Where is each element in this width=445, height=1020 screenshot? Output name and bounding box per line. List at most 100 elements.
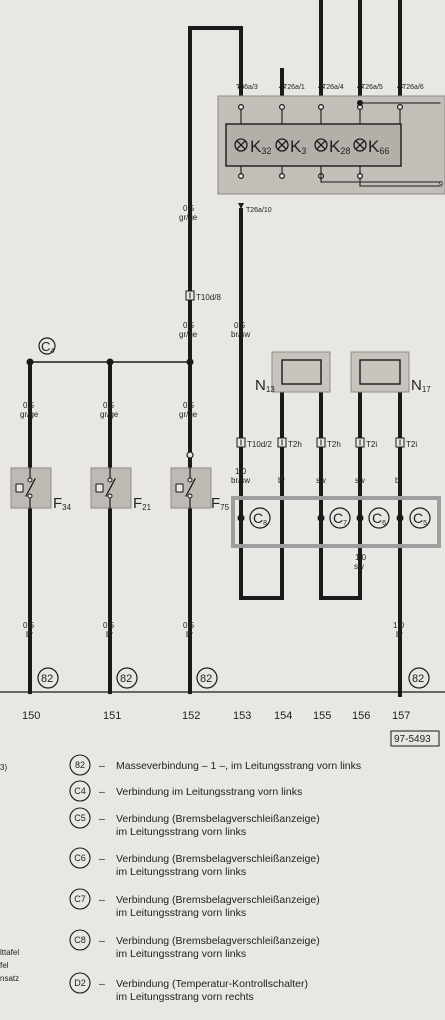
switch-f34 bbox=[10, 467, 52, 509]
connector-label: T10d/8 bbox=[196, 293, 221, 302]
splice-c7-label: C7 bbox=[333, 510, 347, 527]
wire-size-label: 0,5 bbox=[23, 621, 35, 630]
wire-color-label: sw bbox=[355, 476, 365, 485]
legend-item: C5–Verbindung (Bremsbelagverschleißanzei… bbox=[69, 807, 320, 838]
warning-lamp-k32 bbox=[234, 138, 248, 152]
legend-code: C6 bbox=[74, 853, 86, 863]
warning-lamps-box bbox=[225, 123, 402, 167]
cluster-edge-label: g bbox=[439, 180, 443, 187]
terminal-label: T26a/10 bbox=[246, 207, 272, 214]
wire-color-label: gr/ge bbox=[20, 410, 39, 419]
wire-color-label: gr/ge bbox=[179, 213, 198, 222]
track-number: 157 bbox=[392, 710, 410, 722]
track-number: 156 bbox=[352, 710, 370, 722]
splice-c8-badge bbox=[249, 507, 271, 529]
legend-text: Verbindung (Bremsbelagverschleißanzeige)… bbox=[116, 935, 320, 960]
wire-color-label: sw bbox=[316, 476, 326, 485]
ground-badge-82 bbox=[116, 667, 138, 689]
wire-color-label: gr/ge bbox=[179, 330, 198, 339]
legend-dash: – bbox=[99, 894, 105, 906]
connector-label: T2i bbox=[366, 440, 377, 449]
legend-text: Verbindung (Bremsbelagverschleißanzeige)… bbox=[116, 894, 320, 919]
terminal-label: T26a/1 bbox=[283, 84, 305, 91]
legend-code: C4 bbox=[74, 786, 86, 796]
legend-code: 82 bbox=[75, 760, 85, 770]
wire-size-label: 0,5 bbox=[183, 204, 195, 213]
wire-color-label: br bbox=[186, 630, 193, 639]
legend-code-badge bbox=[69, 754, 91, 776]
connector-label: T10d/2 bbox=[247, 440, 272, 449]
ground-badge-82 bbox=[196, 667, 218, 689]
wire-color-label: br bbox=[26, 630, 33, 639]
switch-label-f75: F75 bbox=[211, 495, 230, 512]
track-number: 154 bbox=[274, 710, 292, 722]
switch-f75 bbox=[170, 467, 212, 509]
track-number: 151 bbox=[103, 710, 121, 722]
legend-text: Verbindung (Temperatur-Kontrollschalter)… bbox=[116, 978, 308, 1003]
wire-loop-152-153 bbox=[188, 26, 243, 207]
track-number: 155 bbox=[313, 710, 331, 722]
splice-c8-label: C8 bbox=[253, 510, 267, 527]
connector-label: T2i bbox=[406, 440, 417, 449]
legend-code: C8 bbox=[74, 935, 86, 945]
legend-text: Masseverbindung – 1 –, im Leitungsstrang… bbox=[116, 760, 361, 772]
wire-size-label: 1,0 bbox=[393, 621, 405, 630]
sensor-label-n17: N17 bbox=[411, 377, 431, 394]
legend-item: C4 –Verbindung im Leitungsstrang vorn lin… bbox=[69, 780, 302, 802]
lamp-label-k3: K3 bbox=[290, 137, 306, 156]
wire-size-label: 1,0 bbox=[235, 467, 247, 476]
legend-code-badge bbox=[69, 847, 91, 869]
splice-c5-label: C5 bbox=[413, 510, 427, 527]
margin-text: lttafel bbox=[0, 948, 19, 957]
wire-size-label: 0,5 bbox=[103, 621, 115, 630]
wire-size-label: 0,5 bbox=[183, 621, 195, 630]
terminal-label: T26a/5 bbox=[361, 84, 383, 91]
legend-dash: – bbox=[99, 813, 105, 825]
legend-code-badge bbox=[69, 807, 91, 829]
ground-tag: 82 bbox=[200, 673, 212, 685]
switch-label-f34: F34 bbox=[53, 495, 72, 512]
splice-c4-badge bbox=[38, 337, 56, 355]
wire-color-label: br/sw bbox=[231, 330, 250, 339]
wire-color-label: br bbox=[395, 476, 402, 485]
lamp-label-k32: K32 bbox=[250, 137, 271, 156]
lamp-label-k66: K66 bbox=[368, 137, 389, 156]
legend-code-badge bbox=[69, 780, 91, 802]
ground-badge-82 bbox=[37, 667, 59, 689]
connector-label: T2h bbox=[288, 440, 302, 449]
legend-dash: – bbox=[99, 760, 105, 772]
wire-color-label: sw bbox=[354, 562, 364, 571]
ground-tag: 82 bbox=[412, 673, 424, 685]
legend-text: Verbindung im Leitungsstrang vorn links bbox=[116, 786, 302, 798]
highlight-frame bbox=[231, 496, 441, 548]
ground-tag: 82 bbox=[120, 673, 132, 685]
margin-text: fel bbox=[0, 961, 9, 970]
track-number: 153 bbox=[233, 710, 251, 722]
warning-lamp-k28 bbox=[314, 138, 328, 152]
legend-item: C7–Verbindung (Bremsbelagverschleißanzei… bbox=[69, 888, 320, 919]
connector-label: T2h bbox=[327, 440, 341, 449]
legend-code: C5 bbox=[74, 813, 86, 823]
wire-size-label: 0,5 bbox=[103, 401, 115, 410]
terminal-label: T26a/3 bbox=[236, 84, 258, 91]
wire-color-label: gr/ge bbox=[179, 410, 198, 419]
legend-dash: – bbox=[99, 853, 105, 865]
margin-text: nsatz bbox=[0, 974, 19, 983]
margin-text: 3) bbox=[0, 763, 7, 772]
track-number: 152 bbox=[182, 710, 200, 722]
legend: 82–Masseverbindung – 1 –, im Leitungsstr… bbox=[69, 754, 361, 1003]
legend-code-badge bbox=[69, 929, 91, 951]
legend-dash: – bbox=[99, 786, 105, 798]
ground-tag: 82 bbox=[41, 673, 53, 685]
wire-size-label: 0,5 bbox=[234, 321, 246, 330]
wire-color-label: br bbox=[278, 476, 285, 485]
splice-c5-badge bbox=[409, 507, 431, 529]
legend-item: D2–Verbindung (Temperatur-Kontrollschalt… bbox=[69, 972, 308, 1003]
track-number: 150 bbox=[22, 710, 40, 722]
wire-size-label: 1,0 bbox=[355, 553, 367, 562]
wire-color-label: gr/ge bbox=[100, 410, 119, 419]
legend-code-badge bbox=[69, 888, 91, 910]
switch-label-f21: F21 bbox=[133, 495, 152, 512]
